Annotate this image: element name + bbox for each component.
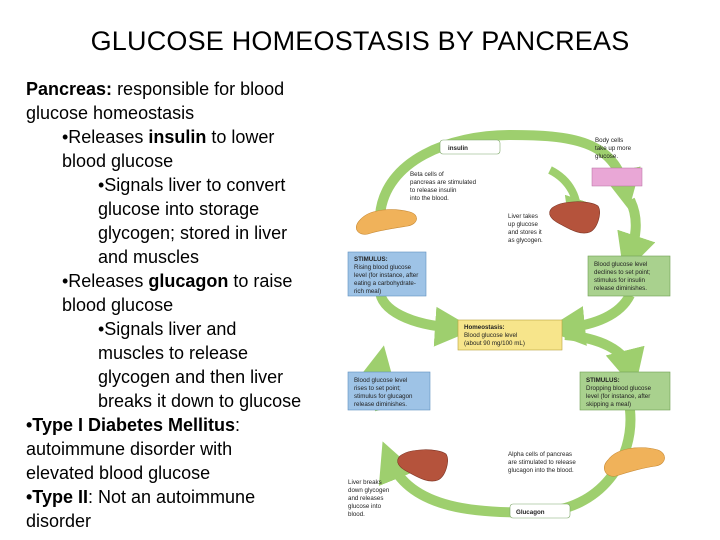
- arrow-to-homeostasis-left: [390, 332, 455, 360]
- text-line: •Type II: Not an autoimmune: [26, 487, 256, 507]
- svg-text:Homeostasis:: Homeostasis:: [464, 324, 505, 331]
- svg-text:as glycogen.: as glycogen.: [508, 237, 543, 244]
- text-line: muscles to release: [98, 343, 249, 363]
- text-line: glucose homeostasis: [26, 103, 195, 123]
- svg-text:into the blood.: into the blood.: [410, 195, 449, 202]
- svg-text:to release insulin: to release insulin: [410, 187, 457, 194]
- homeostasis-box: [457, 319, 563, 351]
- declines-text: Blood glucose level declines to set poin…: [594, 261, 651, 292]
- liver-bottom-icon: [397, 449, 448, 482]
- text-line: elevated blood glucose: [26, 463, 211, 483]
- insulin-label: insulin: [448, 145, 468, 152]
- liver-breaks-text: Liver breaks down glycogen and releases …: [348, 479, 390, 518]
- body-cells-text: Body cells take up more glucose.: [595, 137, 632, 160]
- rises-text: Blood glucose level rises to set point; …: [354, 377, 413, 408]
- svg-text:Dropping blood glucose: Dropping blood glucose: [586, 385, 652, 392]
- svg-text:stimulus for glucagon: stimulus for glucagon: [354, 393, 413, 400]
- liver-top-icon: [549, 201, 600, 234]
- svg-text:Body cells: Body cells: [595, 137, 623, 144]
- liver-takes-text: Liver takes up glucose and stores it as …: [508, 213, 543, 244]
- text-line: •Signals liver to convert: [98, 175, 286, 195]
- text-line: •Type I Diabetes Mellitus:: [26, 415, 241, 435]
- text-line: blood glucose: [62, 295, 174, 315]
- svg-text:and stores it: and stores it: [508, 229, 542, 236]
- homeostasis-diagram: insulin Body cells take up more glucose.…: [347, 129, 671, 519]
- svg-text:Blood glucose level: Blood glucose level: [354, 377, 407, 384]
- svg-text:glucose into: glucose into: [348, 503, 382, 510]
- text-line: disorder: [26, 511, 92, 531]
- svg-text:declines to set point;: declines to set point;: [594, 269, 651, 276]
- stimulus-dropping-box: [579, 371, 671, 411]
- svg-text:stimulus for insulin: stimulus for insulin: [594, 277, 645, 284]
- text-line: Pancreas: responsible for blood: [26, 79, 285, 99]
- svg-text:rich meal): rich meal): [354, 288, 381, 295]
- arrow-right-down: [617, 197, 656, 274]
- svg-text:are stimulated to release: are stimulated to release: [508, 459, 576, 466]
- stimulus-rising-box: [347, 251, 427, 297]
- svg-text:pancreas are stimulated: pancreas are stimulated: [410, 179, 477, 186]
- stimulus-dropping-text: STIMULUS: Dropping blood glucose level (…: [586, 377, 652, 408]
- insulin-label-box: [439, 139, 501, 155]
- svg-text:Alpha cells of pancreas: Alpha cells of pancreas: [508, 451, 572, 458]
- homeostasis-text: Homeostasis: Blood glucose level (about …: [464, 324, 525, 347]
- text-line: glycogen; stored in liver: [98, 223, 288, 243]
- text-line: •Signals liver and: [98, 319, 237, 339]
- page-title: GLUCOSE HOMEOSTASIS BY PANCREAS: [90, 26, 630, 56]
- beta-cells-text: Beta cells of pancreas are stimulated to…: [410, 171, 477, 202]
- svg-text:eating a carbohydrate-: eating a carbohydrate-: [354, 280, 416, 287]
- text-line: glycogen and then liver: [98, 367, 284, 387]
- svg-text:and releases: and releases: [348, 495, 383, 502]
- arrow-top-loop: [375, 129, 641, 220]
- svg-text:release diminishes.: release diminishes.: [354, 401, 407, 408]
- text-line: •Releases glucagon to raise: [62, 271, 293, 291]
- rises-box: [347, 371, 431, 411]
- svg-text:release diminishes.: release diminishes.: [594, 285, 647, 292]
- text-line: breaks it down to glucose: [98, 391, 302, 411]
- svg-text:STIMULUS:: STIMULUS:: [586, 377, 620, 384]
- svg-text:take up more: take up more: [595, 145, 632, 152]
- declines-box: [587, 255, 671, 297]
- arrow-to-homeostasis-right: [545, 292, 635, 346]
- text-line: •Releases insulin to lower: [62, 127, 275, 147]
- stimulus-rising-text: STIMULUS: Rising blood glucose level (fo…: [354, 256, 418, 295]
- svg-text:Liver breaks: Liver breaks: [348, 479, 382, 486]
- text-line: autoimmune disorder with: [26, 439, 233, 459]
- svg-text:blood.: blood.: [348, 511, 365, 518]
- svg-text:skipping a meal): skipping a meal): [586, 401, 631, 408]
- svg-text:up glucose: up glucose: [508, 221, 538, 228]
- svg-text:Blood glucose level: Blood glucose level: [594, 261, 647, 268]
- svg-text:Blood glucose level: Blood glucose level: [464, 332, 517, 339]
- text-line: blood glucose: [62, 151, 174, 171]
- svg-text:level (for instance, after: level (for instance, after: [586, 393, 650, 400]
- glucagon-label: Glucagon: [516, 509, 545, 516]
- glucagon-label-box: [509, 503, 571, 519]
- svg-text:STIMULUS:: STIMULUS:: [354, 256, 388, 263]
- pancreas-top-icon: [356, 209, 417, 235]
- pancreas-bottom-icon: [604, 447, 665, 477]
- text-line: glucose into storage: [98, 199, 260, 219]
- body-cells-icon: [591, 167, 643, 187]
- svg-text:glucose.: glucose.: [595, 153, 618, 160]
- svg-text:(about 90 mg/100 mL): (about 90 mg/100 mL): [464, 340, 525, 347]
- svg-text:Liver takes: Liver takes: [508, 213, 538, 220]
- svg-text:Rising blood glucose: Rising blood glucose: [354, 264, 412, 271]
- svg-text:rises to set point;: rises to set point;: [354, 385, 401, 392]
- svg-text:Beta cells of: Beta cells of: [410, 171, 444, 178]
- arrow-homeostasis-down-right: [564, 330, 645, 390]
- text-line: and muscles: [98, 247, 200, 267]
- svg-text:level (for instance, after: level (for instance, after: [354, 272, 418, 279]
- svg-text:glucagon into the blood.: glucagon into the blood.: [508, 467, 574, 474]
- alpha-cells-text: Alpha cells of pancreas are stimulated t…: [508, 451, 576, 474]
- svg-text:down glycogen: down glycogen: [348, 487, 390, 494]
